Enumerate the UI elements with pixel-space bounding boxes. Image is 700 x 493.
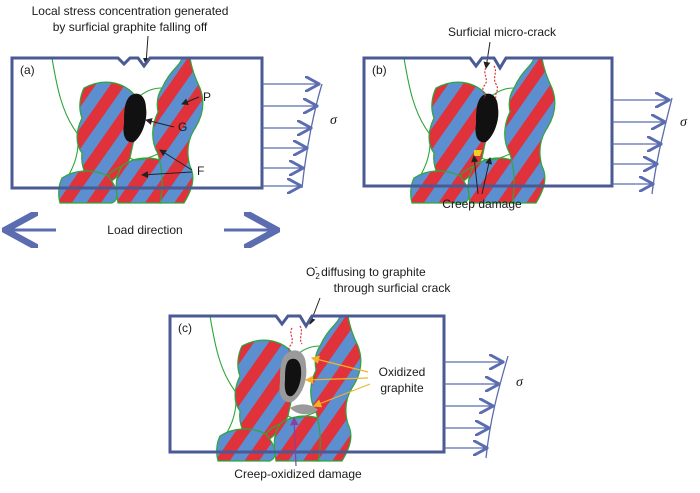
panel-c: O2- diffusing to graphite through surfic… (168, 262, 524, 481)
panel-c-stress-arrows (444, 356, 509, 459)
label-f: F (197, 164, 204, 178)
panel-b-creep-damage-mark (474, 150, 482, 156)
panel-a-microstructure (51, 57, 204, 204)
panel-a: Local stress concentration generated by … (10, 4, 338, 204)
panel-c-bottom-label: Creep-oxidized damage (234, 467, 362, 481)
panel-b-bottom-pointer-left (471, 155, 479, 195)
panel-b-bottom-label: Creep damage (442, 197, 522, 211)
panel-b-tag: (b) (372, 63, 387, 77)
panel-c-sigma: σ (516, 375, 524, 390)
panel-a-sigma: σ (330, 113, 338, 128)
panel-b: Surficial micro-crack (b) Creep damage σ (362, 25, 688, 211)
panel-c-graphite (284, 358, 302, 397)
load-direction-label: Load direction (107, 223, 182, 237)
panel-c-top-label-line1: O2- diffusing to graphite (306, 262, 426, 281)
panel-c-bottom-pointer (290, 416, 299, 467)
oxidized-pointers (304, 355, 371, 408)
panel-a-stress-arrows (262, 84, 323, 188)
panel-a-caption-line1: Local stress concentration generated (32, 4, 229, 18)
panel-c-frame (168, 314, 446, 454)
panel-b-frame (362, 56, 614, 188)
label-g-pointer (145, 118, 175, 128)
label-p-pointer (181, 96, 200, 105)
panel-a-graphite (123, 93, 147, 143)
label-p: P (203, 90, 211, 104)
panel-b-stress-arrows (612, 98, 673, 195)
panel-b-micro-crack (482, 67, 487, 99)
panel-b-graphite (475, 93, 499, 143)
panel-a-frame (10, 56, 264, 190)
panel-b-top-pointer (483, 41, 491, 69)
oxidized-label-line2: graphite (380, 381, 424, 395)
label-f-pointer-upper (159, 149, 193, 171)
label-f-pointer-lower (141, 171, 193, 179)
panel-c-top-label-line2: through surficial crack (334, 281, 452, 295)
oxidized-label-line1: Oxidized (379, 365, 426, 379)
panel-a-caption-pointer (142, 35, 150, 65)
panel-b-microstructure (403, 57, 556, 204)
panel-c-microstructure (209, 315, 362, 462)
panel-b-bottom-pointer-right (481, 157, 493, 195)
panel-c-tag: (c) (178, 321, 192, 335)
panel-b-sigma: σ (680, 115, 688, 130)
panel-a-tag: (a) (20, 63, 35, 77)
panel-b-top-label: Surficial micro-crack (448, 25, 557, 39)
label-g: G (178, 120, 187, 134)
panel-c-oxidized-damage (290, 404, 318, 415)
panel-a-caption-line2: by surficial graphite falling off (53, 20, 208, 34)
panel-c-top-pointer (308, 297, 321, 325)
load-direction: Load direction (8, 223, 274, 237)
